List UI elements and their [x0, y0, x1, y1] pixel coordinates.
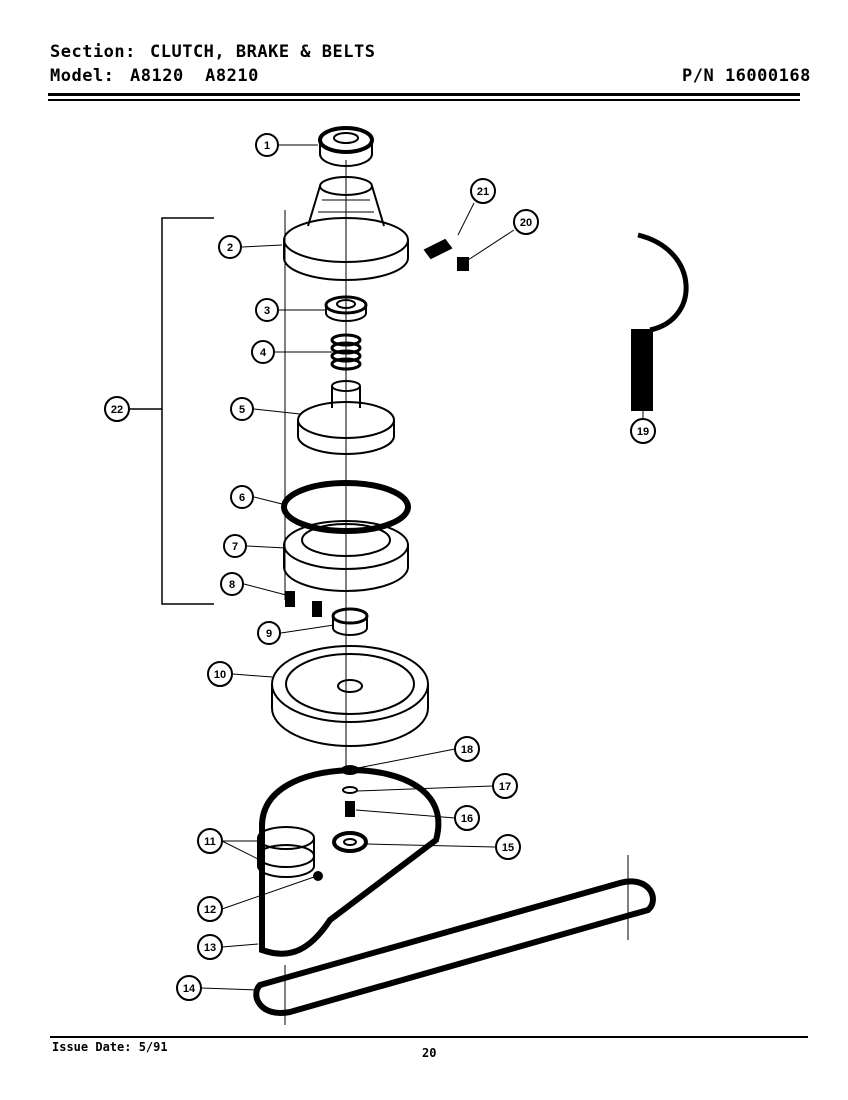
svg-text:14: 14: [183, 983, 196, 995]
svg-text:6: 6: [239, 492, 245, 504]
page-number: 20: [422, 1046, 437, 1060]
part-brake-bracket: [423, 238, 469, 271]
issue-date: Issue Date: 5/91: [52, 1040, 168, 1054]
part-set-screw: [313, 871, 323, 881]
part-clutch-housing: [283, 176, 409, 281]
svg-text:20: 20: [520, 217, 532, 229]
svg-text:8: 8: [229, 579, 235, 591]
svg-text:5: 5: [239, 404, 245, 416]
callout-14: 14: [176, 975, 202, 1001]
callout-2: 2: [218, 235, 242, 259]
part-drive-pulley: [271, 645, 429, 747]
callout-7: 7: [223, 534, 247, 558]
section-label: Section:: [50, 42, 136, 62]
callout-8: 8: [220, 572, 244, 596]
header-rule-thick: [48, 93, 800, 96]
part-spring: [330, 333, 362, 371]
callout-22: 22: [104, 396, 130, 422]
callout-18: 18: [454, 736, 480, 762]
leader-lines: [200, 144, 644, 991]
callout-6: 6: [230, 485, 254, 509]
svg-text:3: 3: [264, 305, 270, 317]
svg-text:10: 10: [214, 669, 226, 681]
part-lower-bearing: [331, 607, 369, 636]
callout-3: 3: [255, 298, 279, 322]
part-idler-hardware: [341, 765, 359, 817]
callout-19: 19: [630, 418, 656, 444]
svg-text:11: 11: [204, 836, 216, 848]
callout-16: 16: [454, 805, 480, 831]
svg-text:17: 17: [499, 781, 511, 793]
svg-text:7: 7: [232, 541, 238, 553]
part-long-belt: [253, 878, 656, 1016]
part-number: P/N 16000168: [682, 66, 811, 86]
part-clutch-hub: [297, 380, 395, 455]
svg-text:21: 21: [477, 186, 489, 198]
callout-5: 5: [230, 397, 254, 421]
part-idler-pulley: [332, 831, 368, 853]
callout-11: 11: [197, 828, 223, 854]
callout-15: 15: [495, 834, 521, 860]
svg-text:1: 1: [264, 140, 270, 152]
svg-text:12: 12: [204, 904, 216, 916]
svg-text:16: 16: [461, 813, 473, 825]
callout-17: 17: [492, 773, 518, 799]
svg-text:19: 19: [637, 426, 649, 438]
part-motor-pulley: [257, 826, 315, 878]
model-label: Model:: [50, 66, 115, 86]
section-title: CLUTCH, BRAKE & BELTS: [150, 42, 376, 62]
part-washer: [324, 295, 368, 322]
part-short-belt: [259, 766, 442, 957]
svg-text:13: 13: [204, 942, 216, 954]
callout-4: 4: [251, 340, 275, 364]
callout-12: 12: [197, 896, 223, 922]
footer-rule: [50, 1036, 808, 1038]
part-bearing-top: [318, 126, 374, 167]
callout-20: 20: [513, 209, 539, 235]
model-numbers: A8120 A8210: [130, 66, 259, 86]
callout-10: 10: [207, 661, 233, 687]
callout-1: 1: [255, 133, 279, 157]
svg-text:4: 4: [260, 347, 267, 359]
part-screws: [285, 591, 322, 617]
callout-13: 13: [197, 934, 223, 960]
svg-text:2: 2: [227, 242, 233, 254]
part-brake-lining: [281, 480, 411, 534]
assembly-bracket-22: [161, 217, 214, 605]
part-brake-drum: [283, 520, 409, 592]
part-brake-band: [631, 232, 689, 411]
callout-group: 1 2 3 4 5 6 7 8 9 10 11 12 13 14 15 16 1…: [104, 133, 656, 1001]
svg-text:15: 15: [502, 842, 514, 854]
svg-text:18: 18: [461, 744, 473, 756]
svg-text:9: 9: [266, 628, 272, 640]
callout-9: 9: [257, 621, 281, 645]
header-rule-thin: [48, 99, 800, 101]
callout-21: 21: [470, 178, 496, 204]
svg-text:22: 22: [111, 404, 123, 416]
